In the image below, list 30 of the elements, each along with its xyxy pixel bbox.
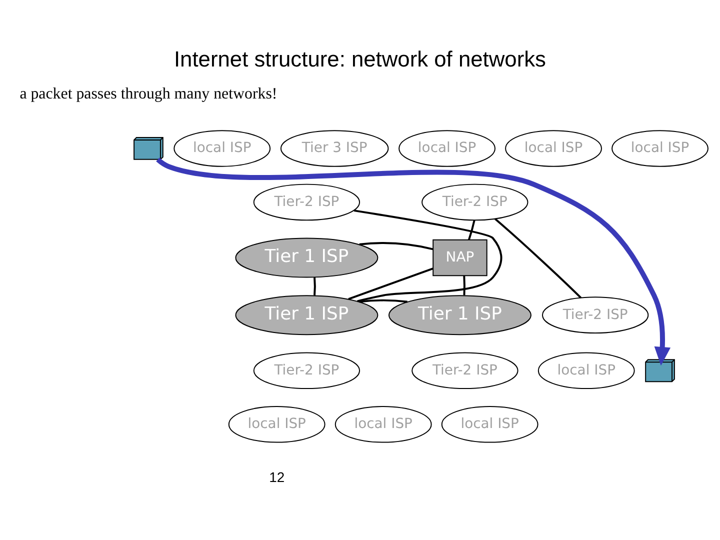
node-ellipse: Tier 3 ISP (280, 130, 389, 166)
connector (354, 209, 502, 302)
node-ellipse: Tier-2 ISP (542, 296, 649, 333)
node-ellipse: Tier-2 ISP (422, 183, 528, 220)
diagram-title: Internet structure: network of networks (174, 46, 546, 71)
arrow (156, 157, 671, 366)
connector (348, 267, 434, 300)
node-ellipse: Tier 1 ISP (235, 237, 378, 278)
node-ellipse: Tier-2 ISP (253, 352, 360, 389)
node-box: NAP (432, 238, 488, 276)
connector (359, 298, 408, 302)
label: a packet passes through many networks! (20, 85, 278, 102)
label: 12 (269, 468, 285, 484)
connector (463, 275, 466, 295)
node-ellipse: local ISP (505, 130, 602, 166)
node-ellipse: local ISP (398, 130, 496, 166)
node-ellipse: Tier 1 ISP (388, 294, 532, 335)
node-ellipse: local ISP (441, 405, 538, 442)
node-ellipse: Tier 1 ISP (235, 294, 378, 335)
connector (494, 218, 582, 298)
node-ellipse: local ISP (538, 352, 635, 389)
node-ellipse: Tier-2 ISP (253, 183, 360, 220)
node-ellipse: Tier-2 ISP (412, 352, 518, 389)
connector (359, 242, 434, 250)
node-ellipse: local ISP (334, 405, 432, 442)
connector (314, 276, 316, 295)
node-ellipse: local ISP (612, 130, 708, 166)
connector (468, 219, 476, 240)
node-ellipse: local ISP (174, 130, 271, 166)
node-ellipse: local ISP (228, 405, 326, 442)
